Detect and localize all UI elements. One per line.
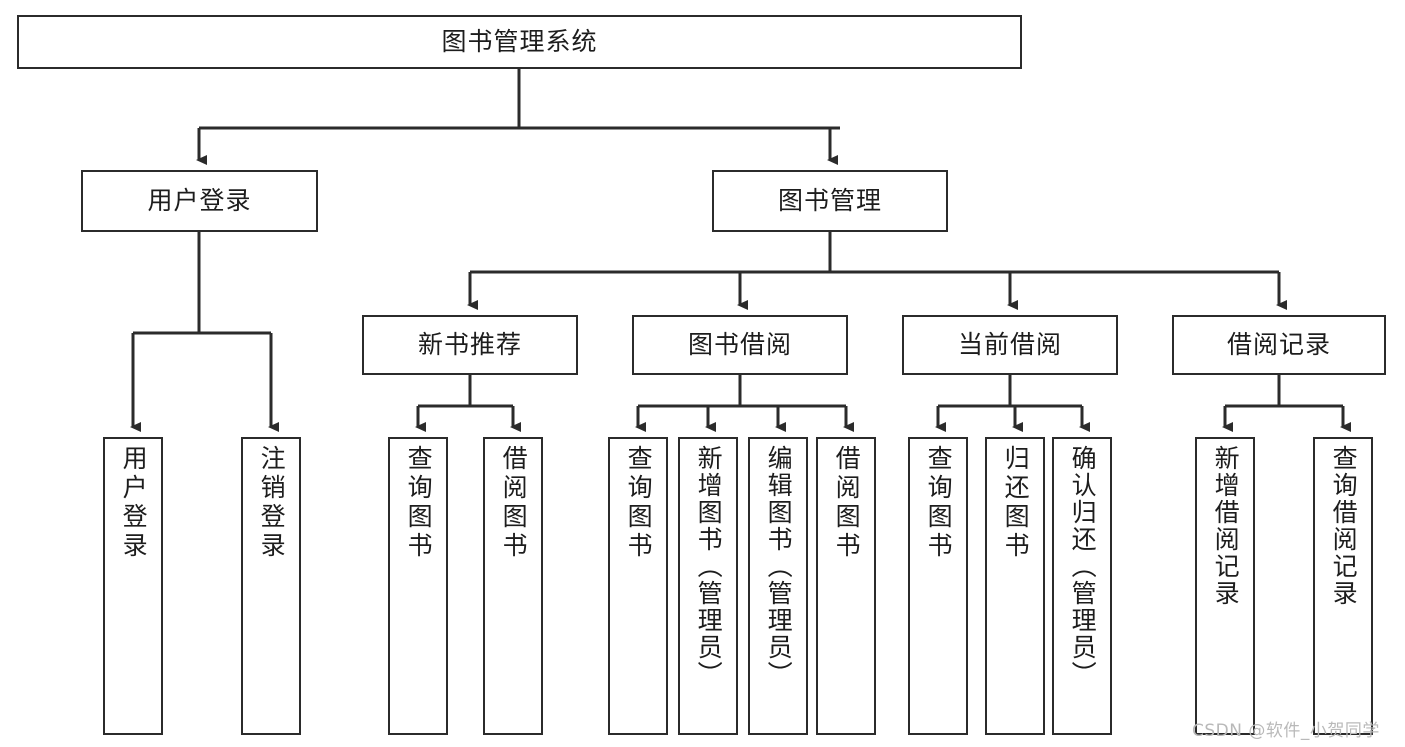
leaf-add-book-admin[interactable]: 新增图书（管理员）	[678, 437, 738, 735]
leaf-user-logout[interactable]: 注销登录	[241, 437, 301, 735]
node-label: 图书借阅	[687, 330, 792, 359]
node-label: 编辑图书（管理员）	[764, 445, 794, 688]
node-label: 查询图书	[924, 445, 954, 561]
node-label: 查询图书	[624, 445, 654, 561]
leaf-query-book-recommend[interactable]: 查询图书	[388, 437, 448, 735]
node-root-book-management-system[interactable]: 图书管理系统	[17, 15, 1022, 69]
leaf-edit-book-admin[interactable]: 编辑图书（管理员）	[748, 437, 808, 735]
node-label: 图书管理	[777, 186, 882, 215]
node-label: 图书管理系统	[441, 27, 598, 56]
leaf-query-borrow-record[interactable]: 查询借阅记录	[1313, 437, 1373, 735]
leaf-confirm-return-admin[interactable]: 确认归还（管理员）	[1052, 437, 1112, 735]
leaf-borrow-book-recommend[interactable]: 借阅图书	[483, 437, 543, 735]
leaf-query-book-borrow[interactable]: 查询图书	[608, 437, 668, 735]
leaf-query-book-current[interactable]: 查询图书	[908, 437, 968, 735]
node-label: 确认归还（管理员）	[1068, 445, 1098, 688]
node-book-borrow[interactable]: 图书借阅	[632, 315, 848, 375]
leaf-add-borrow-record[interactable]: 新增借阅记录	[1195, 437, 1255, 735]
node-label: 借阅图书	[832, 445, 862, 561]
node-label: 当前借阅	[957, 330, 1062, 359]
leaf-borrow-book-borrow[interactable]: 借阅图书	[816, 437, 876, 735]
node-label: 新书推荐	[417, 330, 522, 359]
node-label: 新增图书（管理员）	[694, 445, 724, 688]
leaf-return-book[interactable]: 归还图书	[985, 437, 1045, 735]
node-label: 用户登录	[119, 445, 149, 561]
node-book-manage[interactable]: 图书管理	[712, 170, 948, 232]
node-new-book-recommend[interactable]: 新书推荐	[362, 315, 578, 375]
node-label: 借阅图书	[499, 445, 529, 561]
node-label: 借阅记录	[1226, 330, 1331, 359]
node-label: 注销登录	[257, 445, 287, 561]
node-label: 查询借阅记录	[1329, 445, 1359, 607]
leaf-user-login[interactable]: 用户登录	[103, 437, 163, 735]
node-user-login[interactable]: 用户登录	[81, 170, 318, 232]
node-label: 用户登录	[147, 186, 252, 215]
node-borrow-record[interactable]: 借阅记录	[1172, 315, 1386, 375]
node-current-borrow[interactable]: 当前借阅	[902, 315, 1118, 375]
node-label: 归还图书	[1001, 445, 1031, 561]
node-label: 新增借阅记录	[1211, 445, 1241, 607]
node-label: 查询图书	[404, 445, 434, 561]
